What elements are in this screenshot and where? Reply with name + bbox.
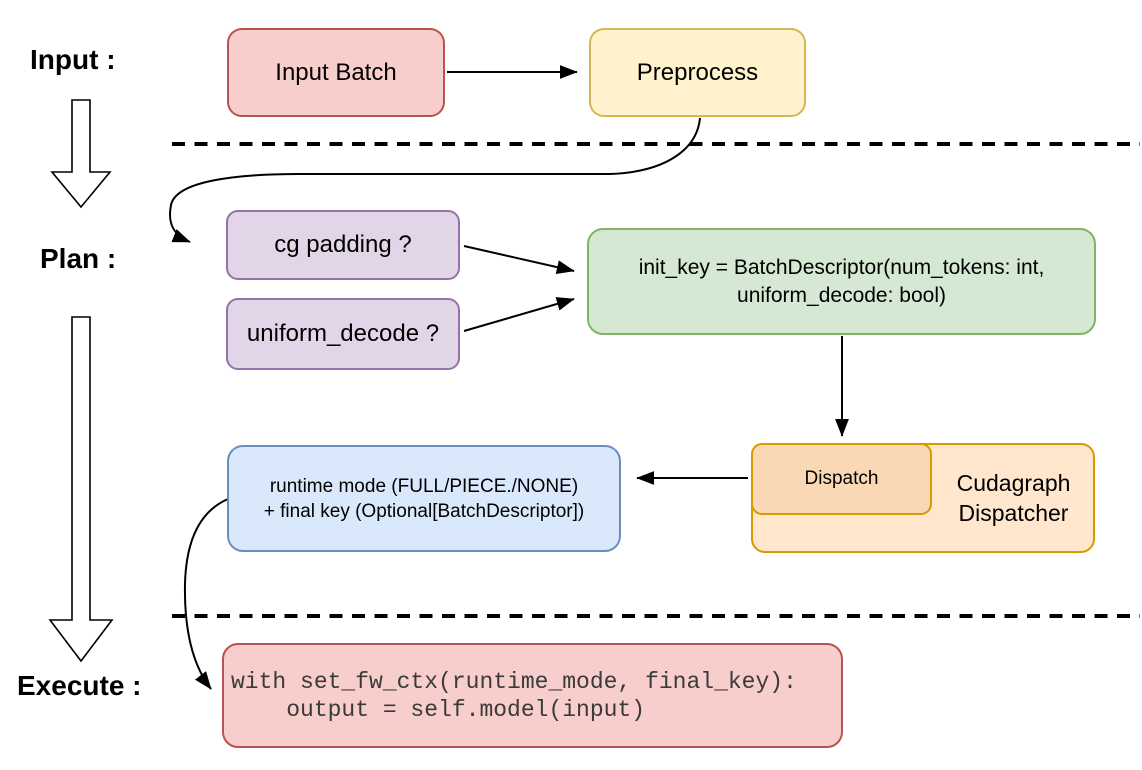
flow-arrow-input-to-plan-icon — [50, 99, 112, 209]
stage-label-execute: Execute : — [17, 670, 142, 701]
stage-label-input: Input : — [30, 44, 116, 75]
node-runtime-mode: runtime mode (FULL/PIECE./NONE) + final … — [227, 445, 621, 552]
cudagraph-label-line1: Cudagraph — [956, 470, 1071, 496]
cudagraph-label-line2: Dispatcher — [958, 500, 1069, 526]
arrow-preprocess-to-cg-padding — [169, 117, 701, 243]
arrow-uniform-decode-to-init-key — [463, 297, 575, 332]
node-input-batch-label: Input Batch — [275, 58, 397, 86]
node-uniform-decode-label: uniform_decode ? — [246, 320, 440, 347]
arrow-runtime-mode-to-execute-code — [183, 498, 229, 690]
node-preprocess: Preprocess — [589, 28, 806, 117]
execute-code-line1: with set_fw_ctx(runtime_mode, final_key)… — [231, 668, 797, 695]
node-dispatch: Dispatch — [751, 443, 932, 515]
arrow-cg-padding-to-init-key — [463, 245, 575, 275]
node-execute-code: with set_fw_ctx(runtime_mode, final_key)… — [222, 643, 843, 748]
node-cg-padding: cg padding ? — [226, 210, 460, 280]
node-runtime-mode-line1: runtime mode (FULL/PIECE./NONE) — [269, 475, 579, 497]
node-cg-padding-label: cg padding ? — [274, 231, 412, 258]
node-init-key-line1: init_key = BatchDescriptor(num_tokens: i… — [638, 255, 1045, 279]
execute-code-line2: output = self.model(input) — [231, 696, 646, 723]
node-input-batch: Input Batch — [227, 28, 445, 117]
node-init-key-line2: uniform_decode: bool) — [737, 283, 946, 307]
node-runtime-mode-line2: + final key (Optional[BatchDescriptor]) — [263, 500, 585, 522]
stage-label-plan: Plan : — [40, 243, 117, 274]
node-cudagraph-dispatcher-label: Cudagraph Dispatcher — [932, 443, 1095, 553]
node-dispatch-label: Dispatch — [804, 468, 879, 489]
node-preprocess-label: Preprocess — [636, 58, 759, 86]
flow-arrow-plan-to-execute-icon — [48, 316, 114, 663]
node-init-key: init_key = BatchDescriptor(num_tokens: i… — [587, 228, 1096, 335]
node-uniform-decode: uniform_decode ? — [226, 298, 460, 370]
